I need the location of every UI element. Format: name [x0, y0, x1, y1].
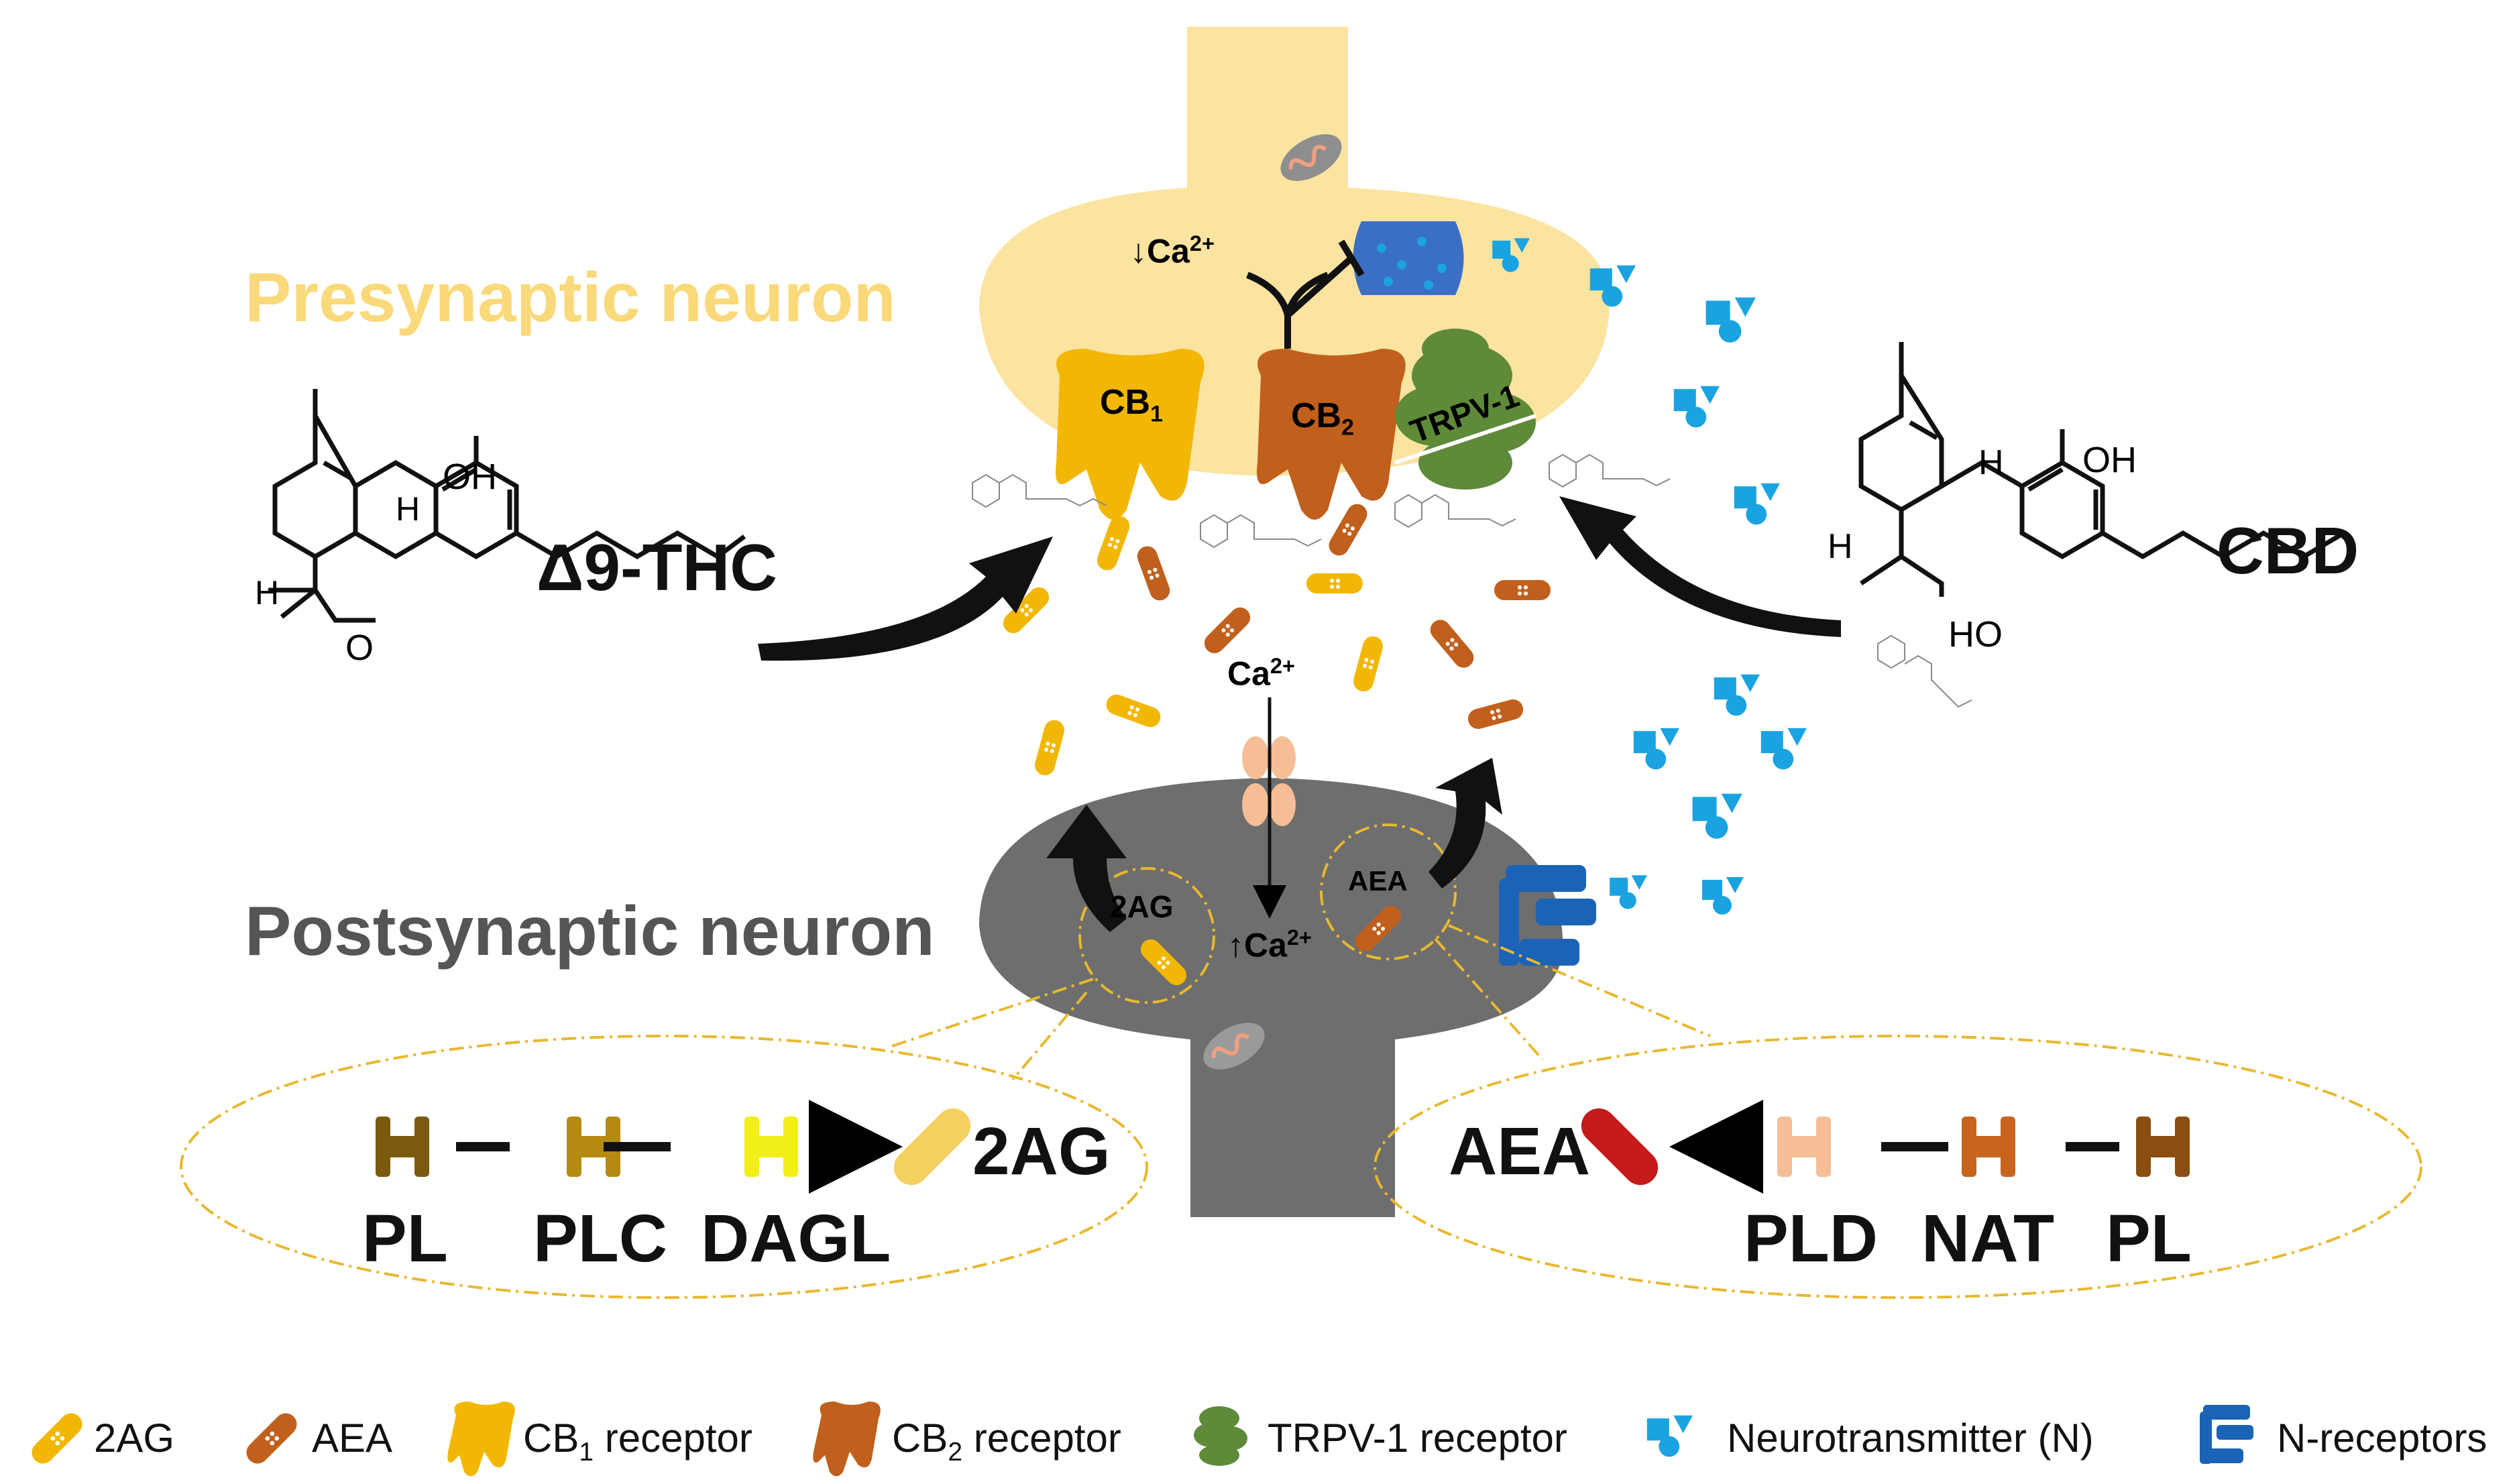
aea-synthesis-circle [1320, 823, 1457, 960]
trpv1-receptor-icon [1194, 1406, 1247, 1466]
cb2-receptor [1257, 349, 1406, 520]
cb1-label: CB1 [1100, 383, 1163, 427]
legend-2ag: 2AG [94, 1416, 175, 1461]
postsynaptic-label: Postsynaptic neuron [245, 893, 935, 970]
legend-icons [27, 1402, 2253, 1477]
thc-o-label: O [345, 628, 374, 668]
legend-n-receptors: N-receptors [2277, 1416, 2487, 1461]
cbd-arrow [1559, 496, 1841, 637]
mini-molecule-sketches [972, 453, 1972, 708]
aea-molecules [1134, 500, 1551, 732]
2ag-circle-label: 2AG [1110, 889, 1174, 924]
aea-circle-label: AEA [1348, 865, 1408, 897]
calcium-label: Ca2+ [1227, 654, 1295, 693]
calcium-channel [1242, 736, 1296, 826]
aea-icon [241, 1408, 302, 1469]
thc-structure [268, 389, 746, 623]
pathway-2ag-step-dagl: DAGL [701, 1201, 891, 1276]
pathway-ovals [180, 924, 2422, 1299]
thc-arrow [758, 536, 1053, 661]
legend-cb2: CB2 receptor [892, 1416, 1121, 1467]
pld-enzyme-icon [1777, 1117, 1831, 1177]
2ag-icon [27, 1408, 87, 1469]
pathway-aea-step-nat: NAT [1921, 1201, 2055, 1276]
pathway-aea-step-pld: PLD [1744, 1201, 1878, 1276]
postsynaptic-neuron-shape [979, 778, 1563, 1217]
pathway-2ag-step-pl: PL [362, 1201, 448, 1276]
pathway-aea-enzymes [1581, 1101, 2190, 1192]
cb1-receptor [1056, 349, 1205, 520]
inhibition-symbol [1246, 239, 1365, 349]
nat-enzyme-icon [1962, 1117, 2015, 1177]
pathway-2ag-product: 2AG [972, 1114, 1111, 1189]
cb2-label: CB2 [1291, 396, 1354, 441]
cbd-label: CBD [2217, 514, 2359, 587]
2ag-release-arrow [1046, 805, 1127, 932]
pathway-aea-product: AEA [1449, 1114, 1591, 1189]
legend-neurotransmitter: Neurotransmitter (N) [1727, 1416, 2094, 1461]
synaptic-vesicle [1353, 221, 1464, 295]
pathway-2ag-step-plc: PLC [533, 1201, 667, 1276]
aea-release-arrow [1429, 758, 1502, 889]
n-receptor [1499, 865, 1596, 966]
mitochondrion-icon [1280, 134, 1342, 181]
pl-enzyme-icon-2 [2136, 1117, 2190, 1177]
pathway-2ag-enzymes [376, 1101, 971, 1192]
neurotransmitter-icon [1646, 1415, 1693, 1457]
pl-enzyme-icon [376, 1117, 429, 1177]
cb2-receptor-icon [813, 1402, 881, 1477]
thc-h1-label: H [396, 490, 421, 528]
2ag-synthesis-circle [1078, 867, 1215, 1004]
trpv1-receptor [1394, 329, 1536, 490]
cbd-oh2-label: HO [1948, 614, 2003, 654]
dagl-enzyme-icon [744, 1117, 798, 1177]
calcium-decrease-label: ↓Ca2+ [1130, 231, 1215, 270]
legend-aea: AEA [312, 1416, 393, 1461]
legend-trpv1: TRPV-1 receptor [1268, 1416, 1567, 1461]
thc-oh-label: OH [443, 457, 497, 497]
thc-label: Δ9-THC [537, 530, 777, 604]
mitochondrion-icon [1203, 1023, 1265, 1070]
cbd-structure [1858, 342, 2345, 597]
n-receptor-icon [2200, 1405, 2253, 1464]
cb1-receptor-icon [447, 1402, 515, 1477]
cbd-h1-label: H [1978, 443, 2004, 482]
pathway-aea-step-pl: PL [2106, 1201, 2192, 1276]
calcium-increase-label: ↑Ca2+ [1227, 925, 1312, 964]
thc-h2-label: H [255, 574, 280, 612]
2ag-molecules [999, 513, 1386, 778]
cbd-h2-label: H [1828, 527, 1853, 566]
cbd-oh1-label: OH [2082, 440, 2137, 480]
legend-cb1: CB1 receptor [523, 1416, 752, 1467]
presynaptic-label: Presynaptic neuron [245, 259, 896, 337]
